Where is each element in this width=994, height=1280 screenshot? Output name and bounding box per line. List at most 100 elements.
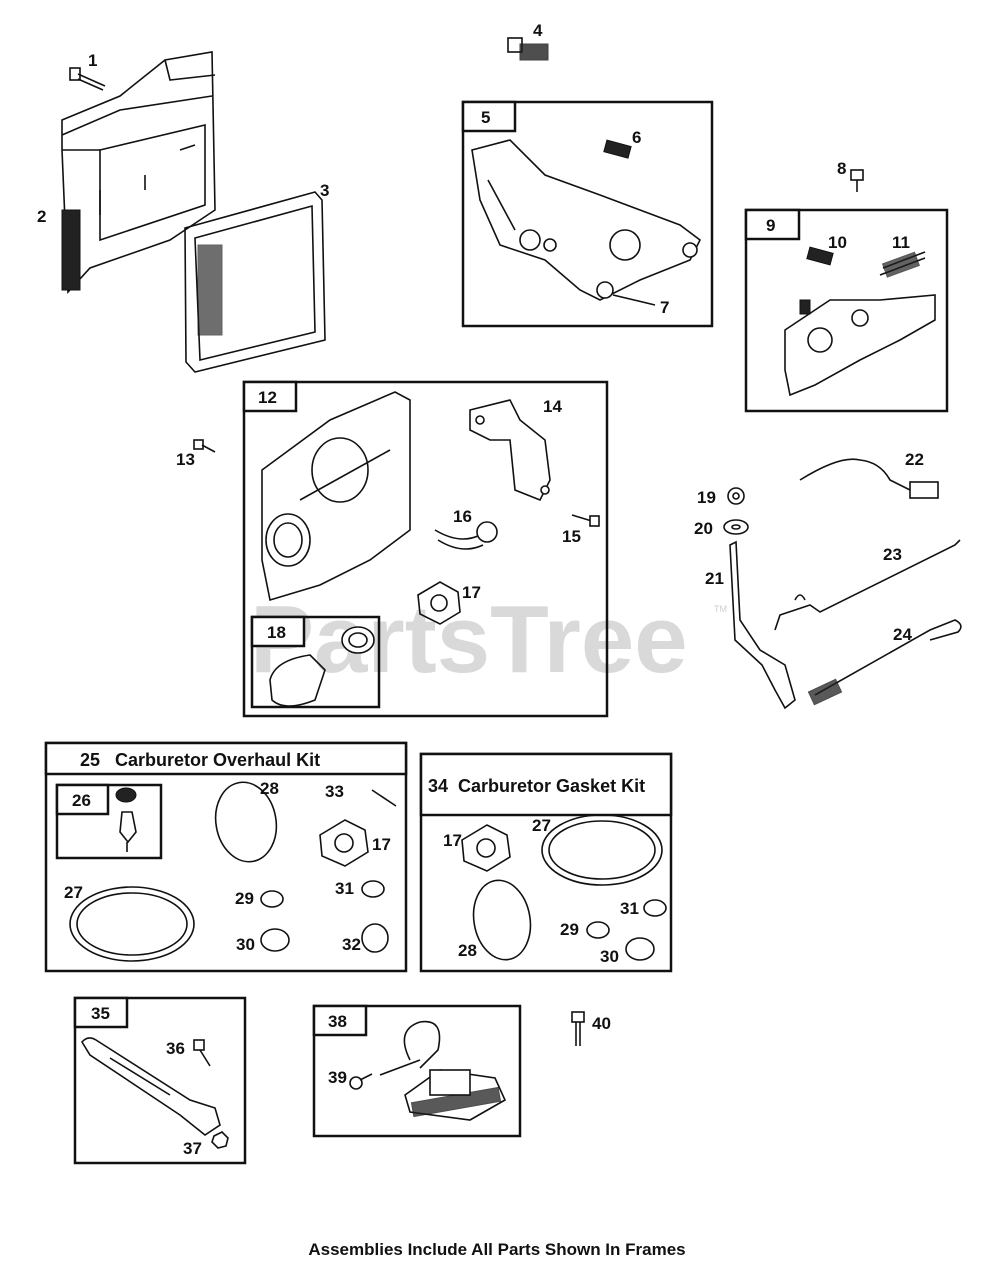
callout-33: 33 (325, 782, 344, 801)
callout-3: 3 (320, 181, 329, 200)
part-19-nut (727, 487, 745, 505)
callout-6: 6 (632, 128, 641, 147)
part-16-tube (434, 521, 498, 550)
callout-32: 32 (342, 935, 361, 954)
frame-26-label: 26 (72, 791, 91, 810)
frame-38-label: 38 (328, 1012, 347, 1031)
watermark-tm: TM (714, 604, 727, 614)
part-38-ignition-module (379, 1020, 507, 1121)
frame-18-tab (250, 615, 306, 648)
part-30-washer-kit34 (625, 937, 655, 961)
callout-36: 36 (166, 1039, 185, 1058)
part-2-air-cleaner-base (61, 51, 216, 294)
kit-25-title: 25 Carburetor Overhaul Kit (80, 750, 320, 770)
part-6-clip (603, 139, 632, 159)
callout-23: 23 (883, 545, 902, 564)
footer-note: Assemblies Include All Parts Shown In Fr… (308, 1240, 686, 1259)
callout-15: 15 (562, 527, 581, 546)
part-27-gasket (69, 886, 195, 962)
part-14-bracket (469, 399, 551, 502)
callout-11: 11 (892, 233, 910, 252)
part-31-washer (361, 880, 385, 898)
part-12-air-cleaner-body (261, 391, 411, 602)
callout-17b: 17 (372, 835, 391, 854)
part-24-spring (807, 619, 962, 706)
kit-34-title: 34 Carburetor Gasket Kit (428, 776, 645, 796)
frame-9 (744, 208, 949, 413)
callout-17c: 17 (443, 831, 462, 850)
frame-18-label: 18 (267, 623, 286, 642)
callout-39: 39 (328, 1068, 347, 1087)
part-31-washer-kit34 (643, 899, 667, 917)
callout-24: 24 (893, 625, 912, 644)
part-29-washer (260, 890, 284, 908)
callout-31a: 31 (335, 879, 354, 898)
frame-35-label: 35 (91, 1004, 110, 1023)
frame-kit-25-tab (44, 741, 408, 776)
callout-19: 19 (697, 488, 716, 507)
part-33-pin (371, 789, 397, 807)
callout-29a: 29 (235, 889, 254, 908)
frame-26-tab (55, 783, 110, 816)
callout-1: 1 (88, 51, 97, 70)
watermark: PartsTree (250, 586, 688, 693)
callout-27b: 27 (532, 816, 551, 835)
part-22-link (799, 458, 939, 499)
callout-30a: 30 (236, 935, 255, 954)
part-17-gasket-kit34 (461, 824, 511, 872)
frame-5-label: 5 (481, 108, 490, 127)
callout-4: 4 (533, 21, 543, 40)
frame-9-label: 9 (766, 216, 775, 235)
part-3-air-filter (184, 191, 326, 373)
part-17-gasket-kit25 (319, 819, 369, 867)
part-28-oring-kit34 (472, 879, 532, 961)
part-1-bolt (69, 67, 106, 91)
part-29-washer-kit34 (586, 921, 610, 939)
part-30-washer (260, 928, 290, 952)
part-37-nut (211, 1131, 229, 1149)
callout-2: 2 (37, 207, 46, 226)
callout-28b: 28 (458, 941, 477, 960)
part-18-filter-element (269, 626, 375, 707)
part-39-clip (349, 1073, 373, 1090)
frame-38-tab (312, 1004, 368, 1037)
callout-31b: 31 (620, 899, 639, 918)
callout-28a: 28 (260, 779, 279, 798)
part-9-governor-assembly (784, 294, 936, 397)
part-21-lever (729, 540, 796, 710)
part-4-screw (507, 37, 549, 61)
frame-12-tab (242, 380, 298, 413)
callout-7: 7 (660, 298, 669, 317)
frame-12-label: 12 (258, 388, 277, 407)
part-35-control-lever (81, 1037, 221, 1136)
frame-9-tab (744, 208, 801, 241)
frame-12 (242, 380, 609, 718)
frame-5-tab (461, 100, 517, 133)
callout-16: 16 (453, 507, 472, 526)
callout-22: 22 (905, 450, 924, 469)
frame-kit-34-tab (419, 752, 673, 817)
part-23-rod (774, 539, 961, 631)
part-13-screw (193, 439, 216, 453)
leader-7 (612, 294, 656, 306)
frame-5 (461, 100, 714, 328)
part-5-governor-bracket (471, 139, 702, 301)
part-11-spring (879, 251, 926, 278)
part-28-oring (214, 781, 278, 863)
callout-40: 40 (592, 1014, 611, 1033)
frame-18 (250, 615, 381, 709)
part-36-screw (193, 1039, 211, 1067)
part-27-gasket-kit34 (541, 814, 663, 886)
callout-20: 20 (694, 519, 713, 538)
frame-35 (73, 996, 247, 1165)
frame-35-tab (73, 996, 129, 1029)
part-26-needle-seat (115, 787, 137, 852)
callout-29b: 29 (560, 920, 579, 939)
frame-38 (312, 1004, 522, 1138)
callout-21: 21 (705, 569, 724, 588)
part-8-screw (850, 169, 864, 192)
part-10-clip (806, 246, 834, 266)
callout-13: 13 (176, 450, 195, 469)
part-20-washer (723, 519, 749, 535)
